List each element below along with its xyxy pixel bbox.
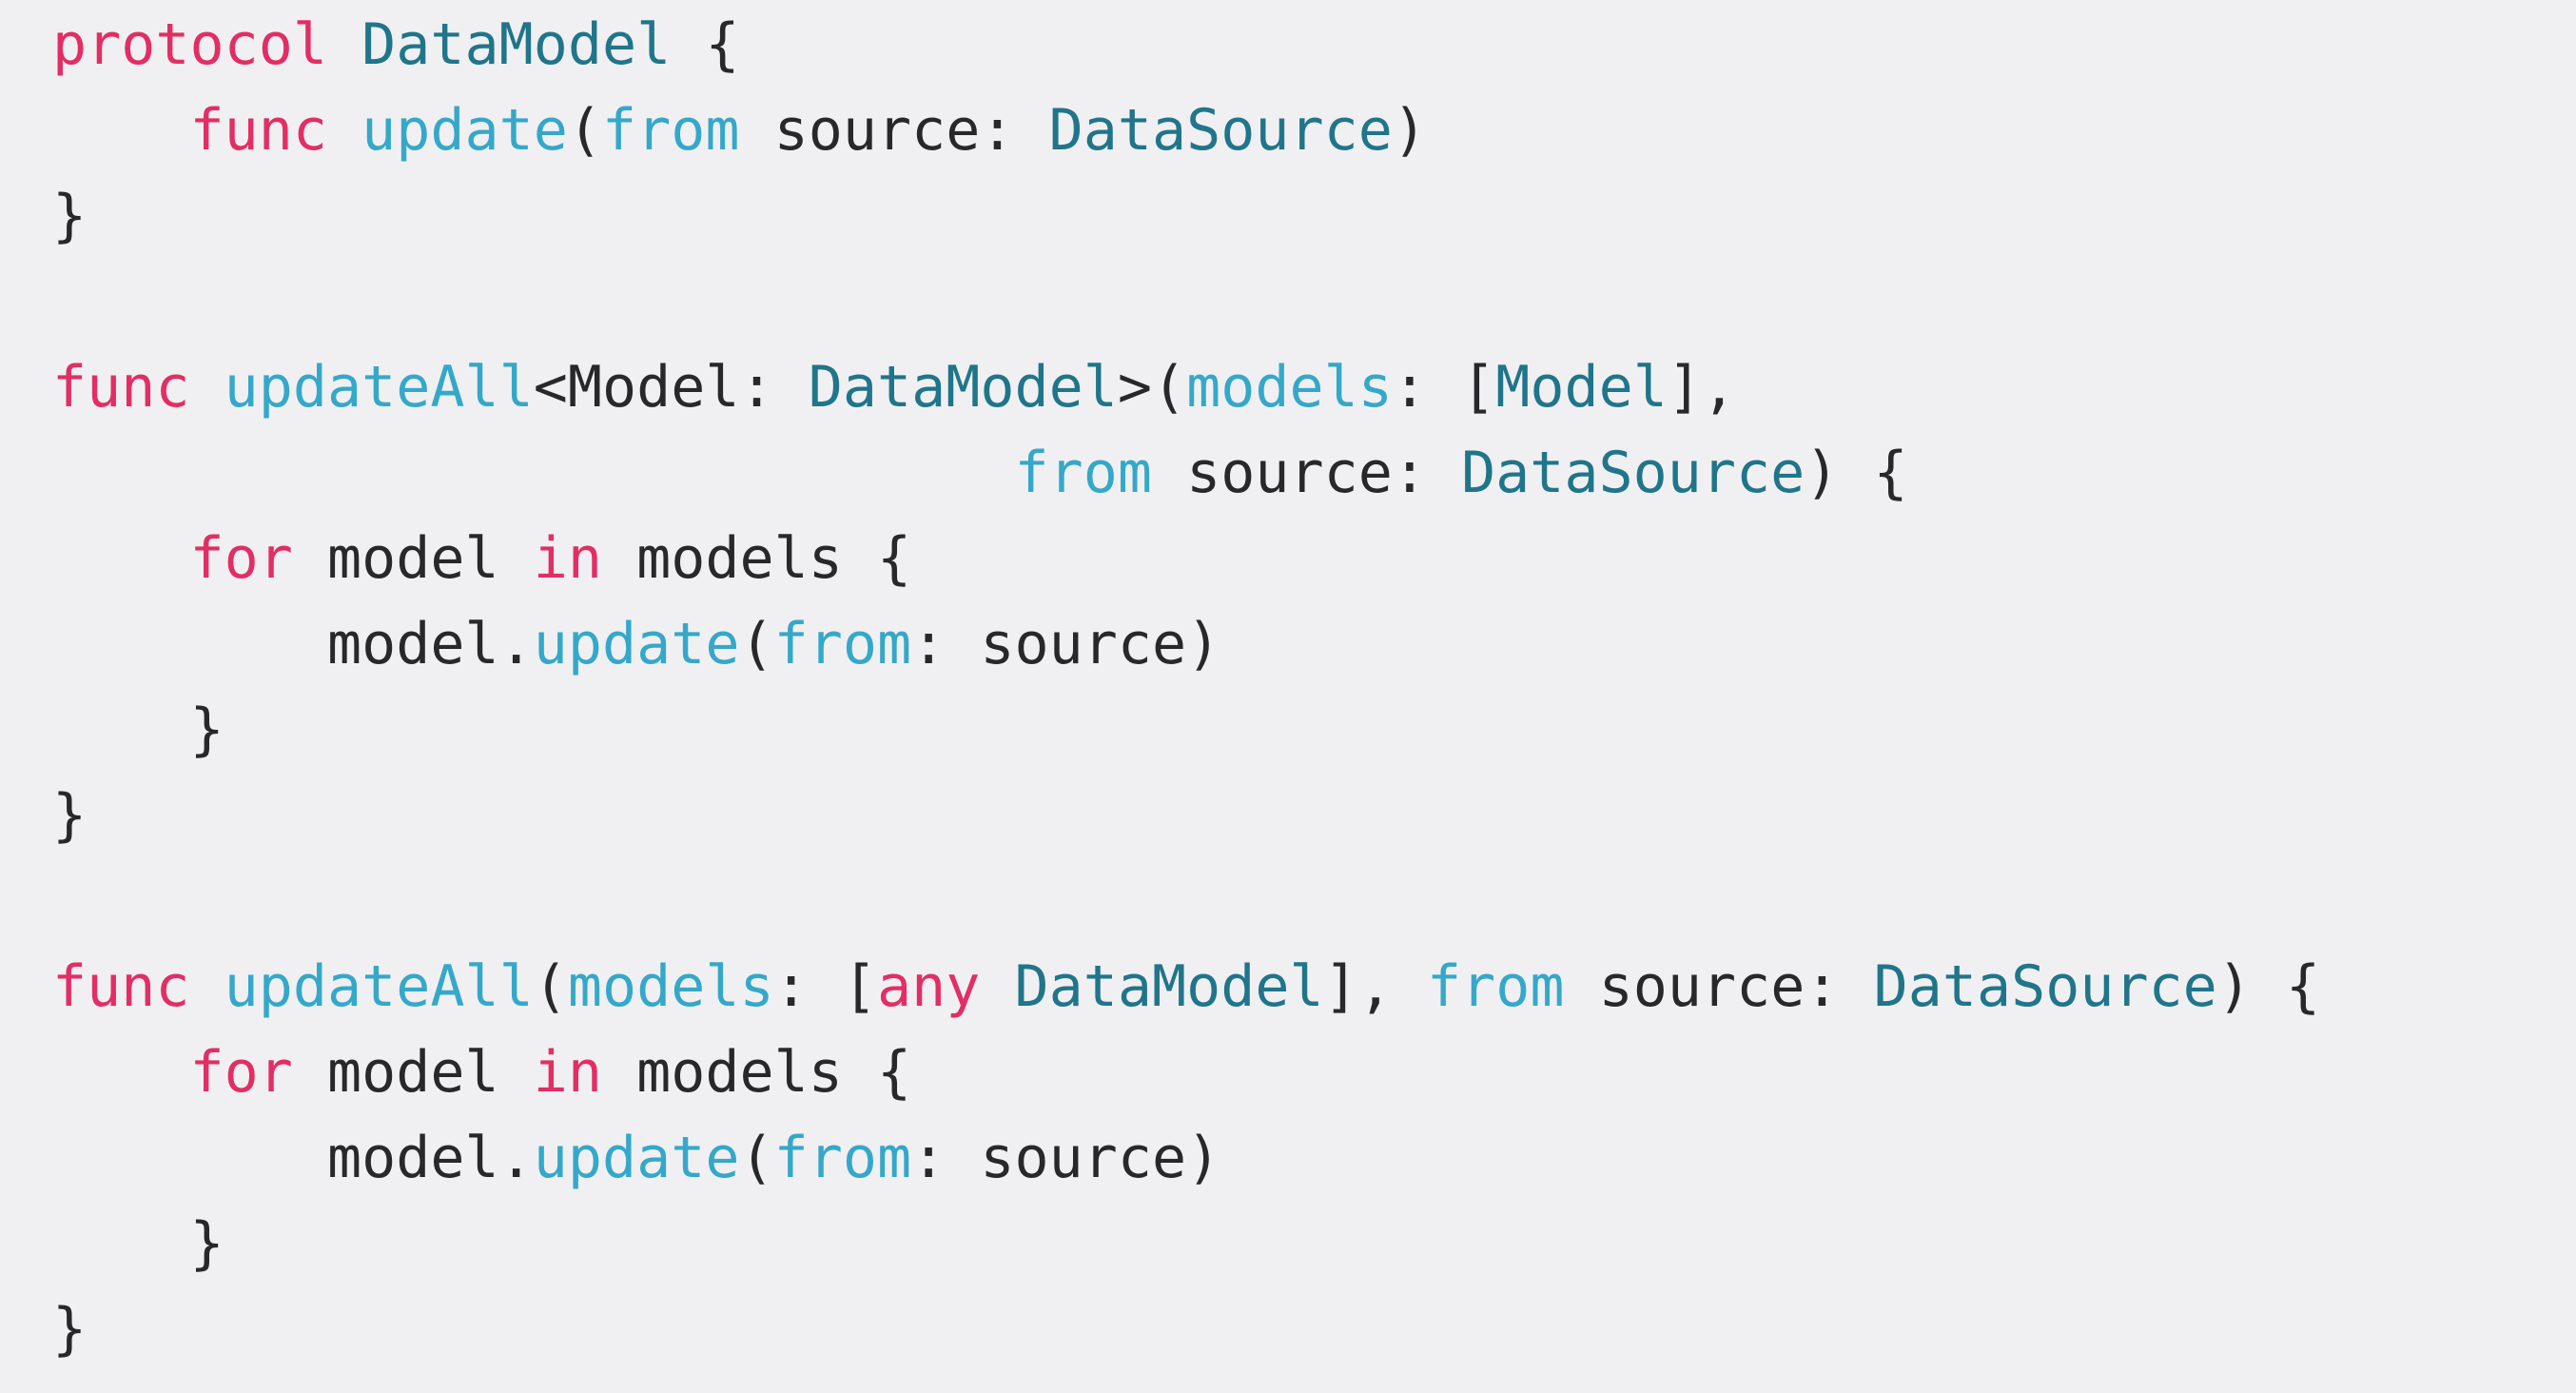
code-token-plain <box>327 97 361 164</box>
code-token-plain <box>327 11 361 78</box>
code-line: from source: DataSource) { <box>52 430 2576 516</box>
code-token-keyword: in <box>533 525 602 592</box>
code-token-keyword: func <box>189 97 328 164</box>
code-token-function: from <box>773 611 912 677</box>
code-token-keyword: any <box>876 953 981 1020</box>
code-token-plain: ( <box>567 97 602 164</box>
code-line: func update(from source: DataSource) <box>52 88 2576 173</box>
code-token-plain: ( <box>739 611 774 677</box>
code-token-keyword: for <box>189 525 293 592</box>
code-token-type: DataModel <box>808 354 1118 421</box>
code-token-plain: model. <box>52 1125 534 1191</box>
code-token-plain: : [ <box>773 953 877 1020</box>
code-line: } <box>52 687 2576 773</box>
code-token-type: DataModel <box>361 11 672 78</box>
code-line: for model in models { <box>52 1030 2576 1115</box>
code-line: for model in models { <box>52 516 2576 601</box>
code-token-plain: source: <box>1151 440 1462 506</box>
code-token-plain: : source) <box>911 1125 1221 1191</box>
code-token-function: from <box>773 1125 912 1191</box>
code-token-plain: ) <box>1392 97 1427 164</box>
code-token-plain: models { <box>602 525 912 592</box>
code-token-function: models <box>1186 354 1393 421</box>
code-token-function: from <box>1426 953 1565 1020</box>
code-token-keyword: protocol <box>52 11 327 78</box>
code-token-plain: { <box>671 11 740 78</box>
code-token-plain: model. <box>52 611 534 677</box>
code-token-plain <box>52 440 1014 506</box>
code-token-plain: } <box>52 1296 88 1363</box>
code-token-plain: >( <box>1117 354 1187 421</box>
code-line: protocol DataModel { <box>52 2 2576 88</box>
code-token-keyword: for <box>189 1039 293 1106</box>
code-line: model.update(from: source) <box>52 601 2576 687</box>
code-token-plain <box>980 953 1014 1020</box>
code-token-plain: source: <box>739 97 1049 164</box>
code-line <box>52 858 2576 944</box>
code-token-plain: ) { <box>1805 440 1908 506</box>
code-line: func updateAll(models: [any DataModel], … <box>52 944 2576 1030</box>
code-line: } <box>52 1286 2576 1372</box>
code-token-plain <box>52 1039 190 1106</box>
code-line: } <box>52 173 2576 259</box>
code-token-plain: ], <box>1667 354 1737 421</box>
code-line <box>52 259 2576 344</box>
code-token-type: DataSource <box>1461 440 1805 506</box>
code-token-function: updateAll <box>224 953 534 1020</box>
code-token-type: Model <box>1495 354 1668 421</box>
code-token-plain: <Model: <box>533 354 809 421</box>
code-token-plain: ], <box>1323 953 1427 1020</box>
code-token-plain: } <box>52 696 224 763</box>
code-token-function: updateAll <box>224 354 534 421</box>
code-token-plain: ) { <box>2216 953 2321 1020</box>
code-token-function: update <box>361 97 568 164</box>
code-line: } <box>52 773 2576 858</box>
code-token-keyword: in <box>533 1039 602 1106</box>
code-token-plain: } <box>52 1210 224 1277</box>
code-token-function: from <box>602 97 740 164</box>
code-token-function: from <box>1014 440 1152 506</box>
code-line: } <box>52 1201 2576 1286</box>
code-token-plain: } <box>52 782 88 849</box>
code-token-plain: } <box>52 183 88 249</box>
code-token-plain <box>52 525 190 592</box>
code-token-plain: source: <box>1564 953 1874 1020</box>
code-token-function: models <box>567 953 774 1020</box>
code-token-plain: : source) <box>911 611 1221 677</box>
code-token-type: DataSource <box>1873 953 2217 1020</box>
code-token-plain: : [ <box>1392 354 1496 421</box>
code-token-plain <box>190 354 224 421</box>
code-token-function: update <box>533 1125 740 1191</box>
code-token-plain: models { <box>602 1039 912 1106</box>
code-token-plain <box>52 97 190 164</box>
code-token-plain: ( <box>739 1125 774 1191</box>
code-token-plain: ( <box>533 953 568 1020</box>
code-token-function: update <box>533 611 740 677</box>
code-token-keyword: func <box>52 354 190 421</box>
code-line: func updateAll<Model: DataModel>(models:… <box>52 344 2576 430</box>
code-line: model.update(from: source) <box>52 1115 2576 1201</box>
code-token-type: DataModel <box>1014 953 1324 1020</box>
code-token-plain <box>190 953 224 1020</box>
code-token-plain: model <box>292 1039 534 1106</box>
code-token-keyword: func <box>52 953 190 1020</box>
code-token-plain: model <box>292 525 534 592</box>
code-token-type: DataSource <box>1048 97 1393 164</box>
